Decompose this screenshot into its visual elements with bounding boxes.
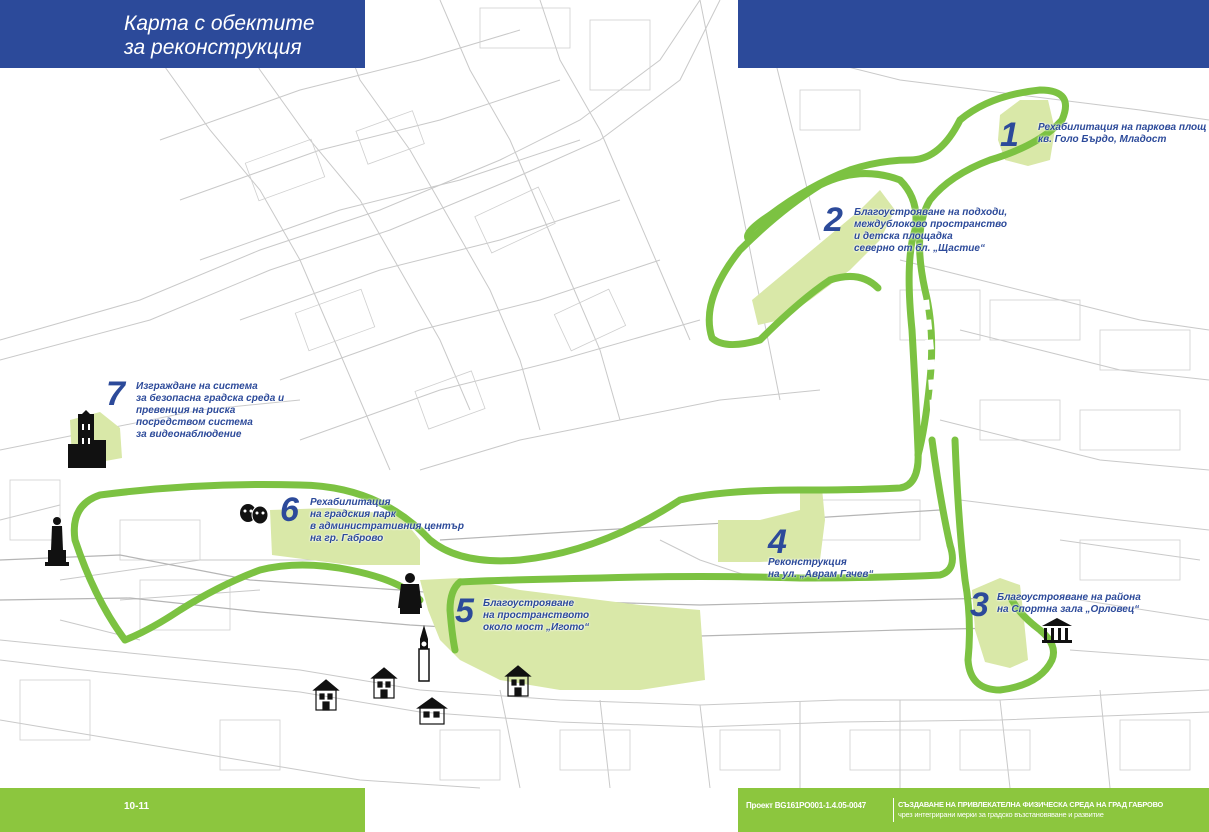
page-title-line2: за реконструкция bbox=[124, 36, 302, 59]
monument-icon bbox=[398, 573, 422, 614]
site-description: Рехабилитация на градския парк в админис… bbox=[310, 497, 464, 544]
park-areas bbox=[70, 100, 1055, 690]
gothic-tower-icon bbox=[68, 410, 106, 468]
park-area-2 bbox=[752, 190, 895, 325]
header-banner-right bbox=[738, 0, 1209, 68]
footer-title-line1: СЪЗДАВАНЕ НА ПРИВЛЕКАТЕЛНА ФИЗИЧЕСКА СРЕ… bbox=[898, 800, 1164, 809]
site-number: 6 bbox=[280, 491, 299, 529]
park-area-6 bbox=[270, 508, 420, 565]
page-title: Карта с обектите за реконструкция bbox=[124, 12, 354, 60]
site-number: 3 bbox=[970, 586, 989, 624]
site-description: Реконструкция на ул. „Аврам Гачев“ bbox=[768, 557, 874, 580]
sports-hall-icon bbox=[1042, 618, 1072, 643]
church-icon bbox=[370, 667, 398, 699]
statue-icon bbox=[45, 517, 69, 566]
site-number: 5 bbox=[455, 592, 474, 630]
museum-icon bbox=[416, 697, 448, 725]
footer-bar-right bbox=[738, 788, 1209, 832]
route-dashes bbox=[881, 299, 939, 431]
footer-title-line2: чрез интегрирани мерки за градско възста… bbox=[898, 809, 1104, 819]
site-description: Изграждане на система за безопасна градс… bbox=[136, 381, 285, 440]
park-area-4 bbox=[718, 488, 825, 562]
site-number: 1 bbox=[1000, 116, 1019, 154]
site-description: Благоустрояване на района на Спортна зал… bbox=[997, 592, 1141, 615]
header-banner-left bbox=[0, 0, 365, 68]
site-description: Благоустрояване на пространството около … bbox=[483, 598, 590, 633]
site-number: 2 bbox=[824, 201, 843, 239]
building-blocks bbox=[9, 7, 1191, 781]
footer-bar-left bbox=[0, 788, 365, 832]
church-icon bbox=[312, 679, 340, 711]
park-area-5 bbox=[420, 578, 705, 690]
footer-divider bbox=[893, 798, 894, 822]
site-description: Рехабилитация на паркова площ кв. Голо Б… bbox=[1038, 122, 1207, 145]
site-description: Благоустрояване на подходи, междублоково… bbox=[854, 207, 1008, 254]
street-network bbox=[0, 0, 1209, 789]
page-title-line1: Карта с обектите bbox=[124, 12, 315, 35]
project-code: Проект BG161PO001-1.4.05-0047 bbox=[746, 801, 866, 810]
site-number: 4 bbox=[768, 523, 787, 561]
clock-tower-icon bbox=[418, 625, 430, 682]
page-number: 10-11 bbox=[124, 801, 150, 812]
theatre-masks-icon bbox=[240, 504, 269, 525]
footer-title: СЪЗДАВАНЕ НА ПРИВЛЕКАТЕЛНА ФИЗИЧЕСКА СРЕ… bbox=[898, 800, 1204, 819]
site-number: 7 bbox=[106, 375, 125, 413]
church-icon bbox=[504, 665, 532, 697]
